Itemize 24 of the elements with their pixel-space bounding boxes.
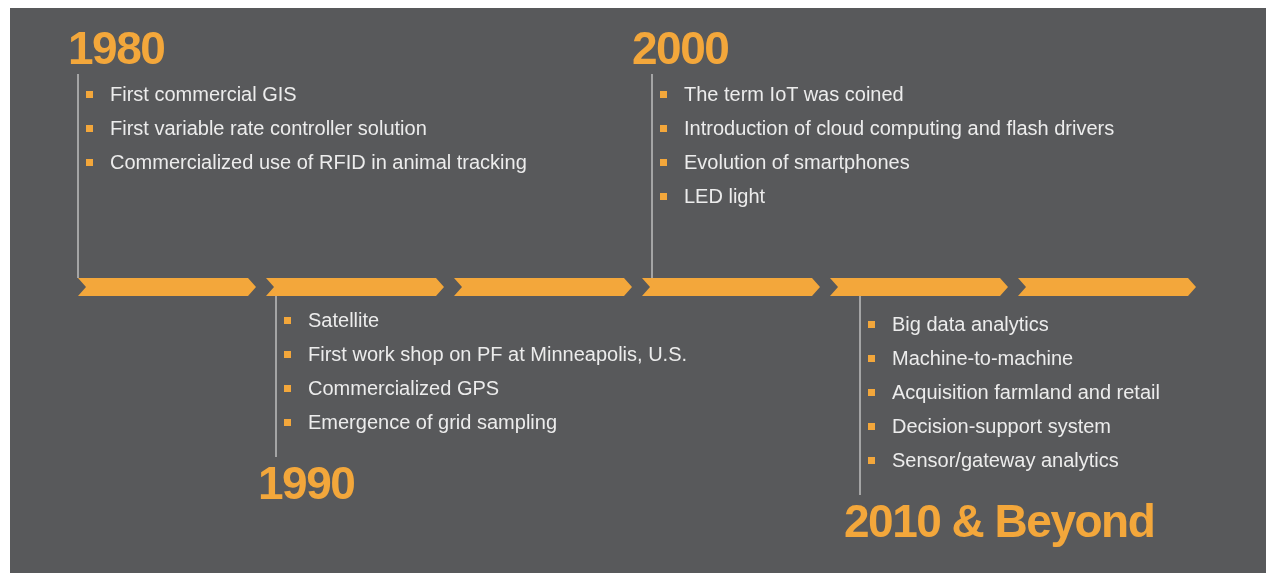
bullet-item: First variable rate controller solution <box>86 116 548 141</box>
bullet-item: Acquisition farmland and retail <box>868 380 1260 405</box>
leader-line <box>77 73 79 279</box>
year-heading: 1980 <box>68 22 165 74</box>
bullet-item: Commercialized use of RFID in animal tracking <box>86 150 548 175</box>
bullet-item: Commercialized GPS <box>284 376 826 401</box>
leader-line <box>651 73 653 279</box>
bullet-item: Introduction of cloud computing and flash drivers <box>660 116 1142 141</box>
bullet-item: Emergence of grid sampling <box>284 410 826 435</box>
leader-line <box>859 295 861 496</box>
bullet-item: Sensor/gateway analytics <box>868 448 1260 473</box>
bullet-item: Decision-support system <box>868 414 1260 439</box>
bullet-item: Evolution of smartphones <box>660 150 1142 175</box>
bullet-item: Big data analytics <box>868 312 1260 337</box>
bullet-item: First work shop on PF at Minneapolis, U.S. <box>284 342 826 367</box>
bullet-item: The term IoT was coined <box>660 82 1142 107</box>
bullet-item: LED light <box>660 184 1142 209</box>
bullet-item: Satellite <box>284 308 826 333</box>
year-heading: 1990 <box>258 457 355 509</box>
year-heading: 2010 & Beyond <box>844 495 1155 547</box>
year-heading: 2000 <box>632 22 729 74</box>
bullet-item: First commercial GIS <box>86 82 548 107</box>
bullet-item: Machine-to-machine <box>868 346 1260 371</box>
leader-line <box>275 295 277 458</box>
